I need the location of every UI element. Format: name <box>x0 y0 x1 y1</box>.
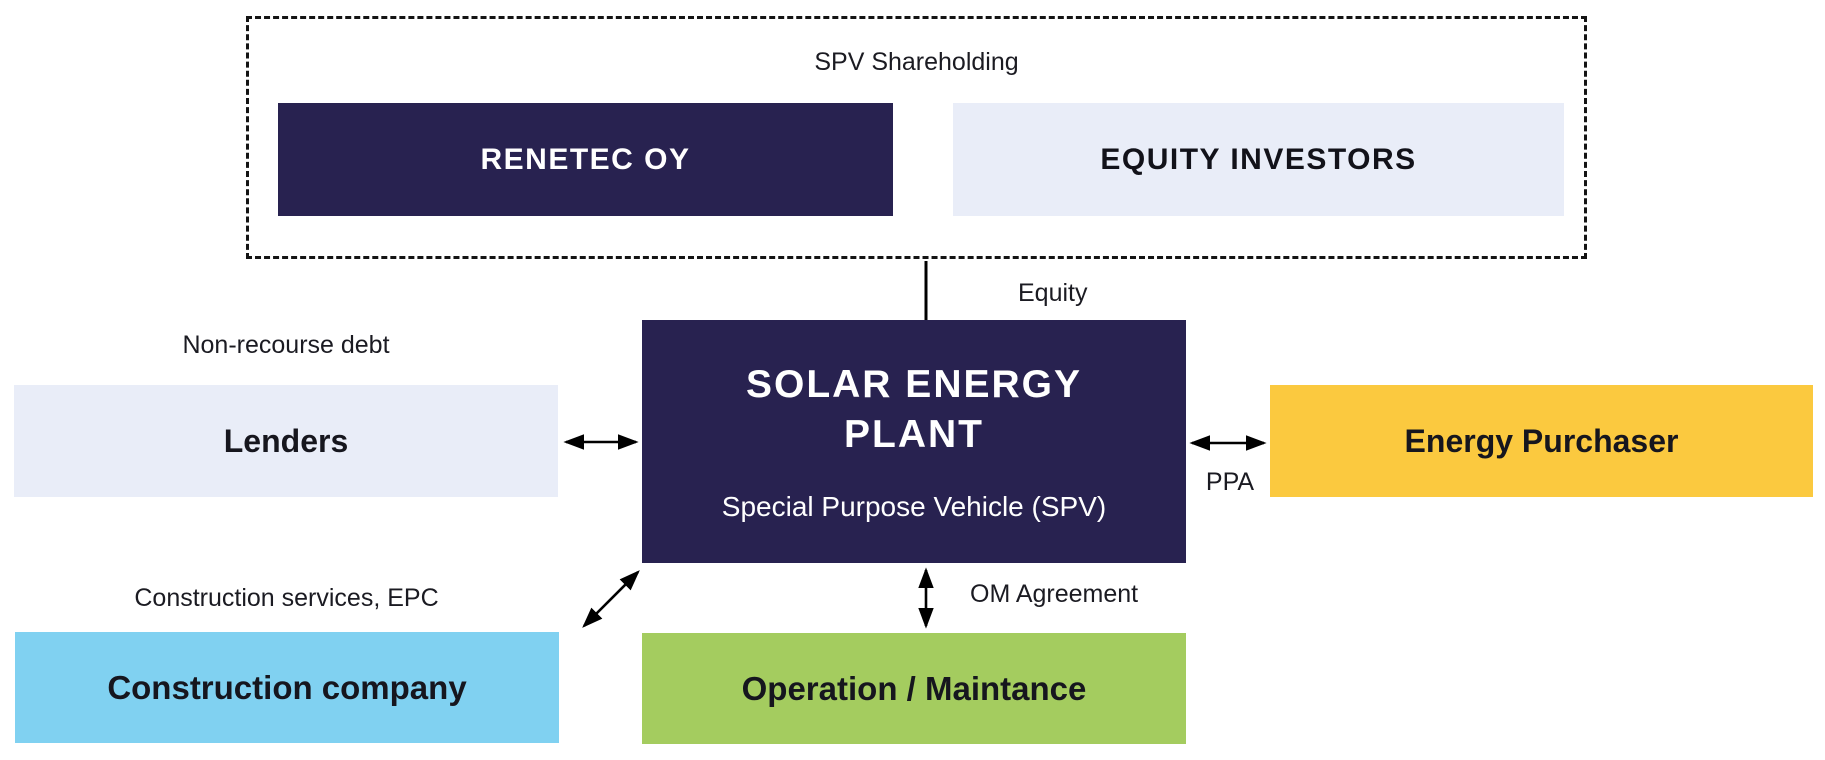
spv-node: SOLAR ENERGY PLANT Special Purpose Vehic… <box>642 320 1186 563</box>
operation-maintenance-label: Operation / Maintance <box>741 669 1087 707</box>
equity-investors-label: EQUITY INVESTORS <box>1100 142 1417 176</box>
construction-company-label: Construction company <box>107 668 467 706</box>
spv-title-line1: SOLAR ENERGY <box>745 363 1083 407</box>
spv-construction-arrow <box>582 570 640 628</box>
energy-purchaser-label: Energy Purchaser <box>1404 422 1679 459</box>
om-agreement-label: OM Agreement <box>970 580 1139 608</box>
spv-subtitle: Special Purpose Vehicle (SPV) <box>721 490 1107 522</box>
construction-company-node: Construction company <box>15 632 559 743</box>
spv-shareholding-label: SPV Shareholding <box>814 48 1019 76</box>
ppa-edge-label: PPA <box>1205 468 1255 496</box>
equity-edge-label: Equity <box>1018 279 1088 307</box>
energy-purchaser-node: Energy Purchaser <box>1270 385 1813 497</box>
spv-shareholding-group <box>246 16 1587 259</box>
operation-maintenance-node: Operation / Maintance <box>642 633 1186 744</box>
renetec-label: RENETEC OY <box>480 142 691 176</box>
construction-services-label: Construction services, EPC <box>134 584 439 612</box>
lenders-label: Lenders <box>223 422 349 459</box>
renetec-node: RENETEC OY <box>278 103 893 216</box>
spv-title-line2: PLANT <box>843 412 984 456</box>
equity-investors-node: EQUITY INVESTORS <box>953 103 1564 216</box>
lenders-node: Lenders <box>14 385 558 497</box>
spv-title: SOLAR ENERGY PLANT <box>746 360 1082 458</box>
non-recourse-debt-label: Non-recourse debt <box>182 331 390 359</box>
